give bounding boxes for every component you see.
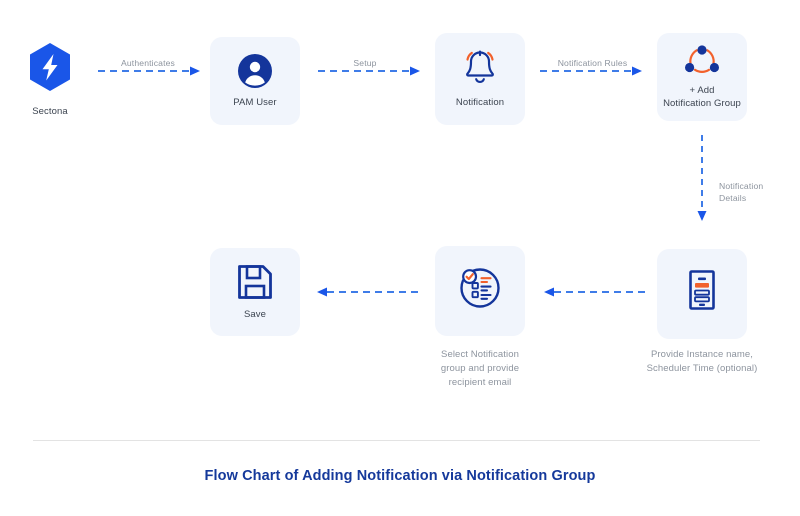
connector-pam-to-notification: [318, 65, 424, 77]
save-floppy-icon: [236, 263, 274, 301]
node-label-notification: Notification: [455, 96, 505, 108]
connector-select-to-save: [313, 286, 423, 298]
node-label-add-notification-group: + Add Notification Group: [663, 85, 741, 109]
user-avatar-icon: [237, 53, 273, 89]
node-pam-user[interactable]: PAM User: [210, 37, 300, 125]
connector-sectona-to-pam: [98, 65, 204, 77]
node-label-pam-user: PAM User: [233, 96, 277, 108]
connector-instance-to-select: [540, 286, 646, 298]
connector-label-setup: Setup: [353, 58, 377, 68]
node-caption-select-group: Select Notification group and provide re…: [440, 349, 520, 388]
page-title: Flow Chart of Adding Notification via No…: [204, 468, 596, 484]
connector-label-authenticates: Authenticates: [120, 58, 176, 68]
node-label-save: Save: [243, 308, 267, 320]
node-notification[interactable]: Notification: [435, 33, 525, 125]
notification-bell-icon: [459, 49, 501, 89]
node-label-sectona: Sectona: [32, 106, 68, 117]
notification-group-icon: [682, 43, 722, 77]
checklist-circle-icon: [457, 264, 503, 310]
instance-form-icon: [686, 269, 718, 311]
node-caption-provide-instance: Provide Instance name, Scheduler Time (o…: [646, 349, 758, 374]
footer-divider: [33, 440, 760, 441]
node-save[interactable]: Save: [210, 248, 300, 336]
node-select-group[interactable]: [435, 246, 525, 336]
node-sectona: Sectona: [20, 42, 80, 117]
connector-label-notification-rules: Notification Rules: [557, 58, 628, 68]
sectona-hexagon-bolt-icon: [28, 42, 72, 97]
node-provide-instance[interactable]: [657, 249, 747, 339]
connector-group-to-instance: [696, 135, 708, 225]
connector-label-notification-details: Notification Details: [719, 181, 764, 204]
connector-notification-to-group: [540, 65, 646, 77]
node-add-notification-group[interactable]: + Add Notification Group: [657, 33, 747, 121]
